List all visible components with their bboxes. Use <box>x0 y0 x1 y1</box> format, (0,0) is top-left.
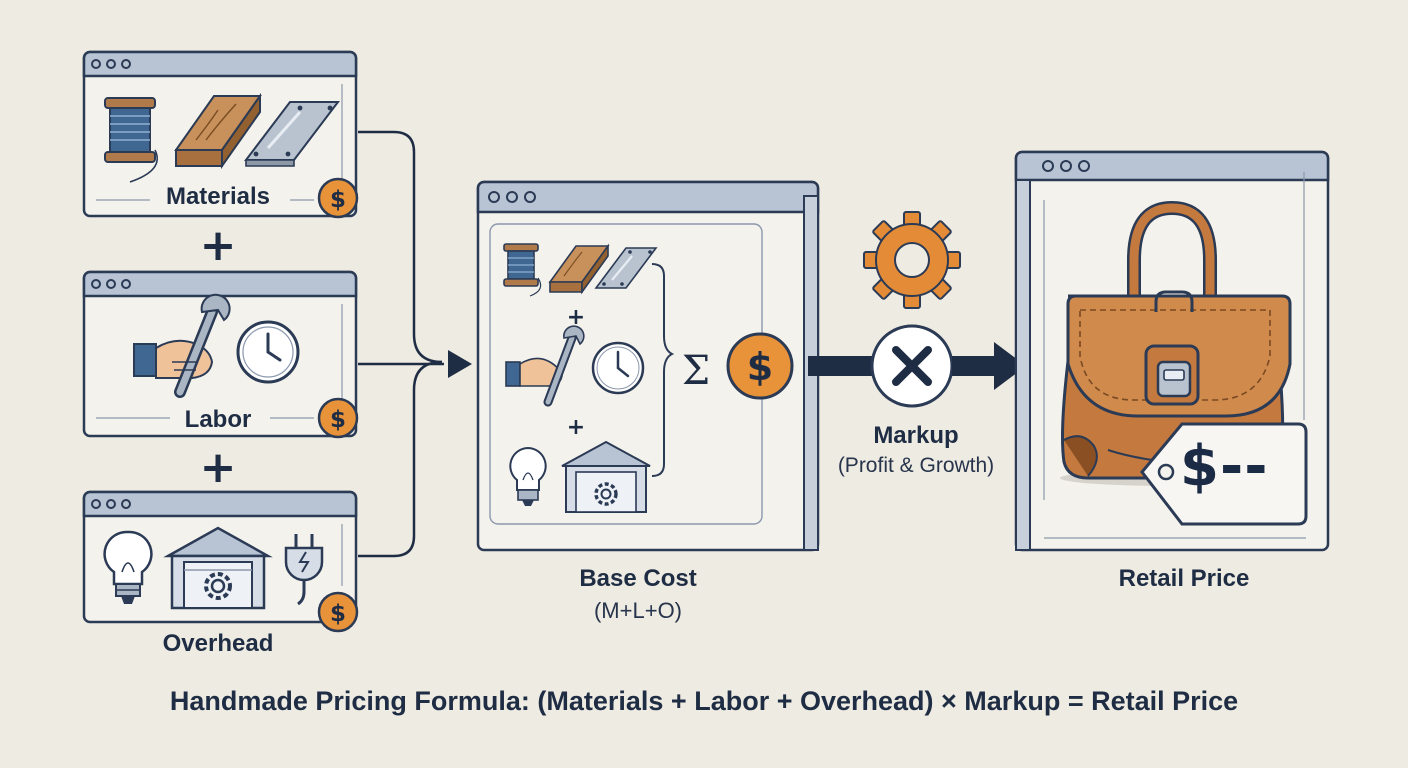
labor-window: $ <box>82 270 359 439</box>
markup-label: Markup <box>873 422 958 449</box>
retail-price-window <box>1014 150 1330 552</box>
dollar-coin-icon: $ <box>317 397 359 439</box>
plus-sign: + <box>200 220 237 271</box>
retail-price-label: Retail Price <box>1119 565 1250 592</box>
wood-plank-icon <box>548 243 610 295</box>
arrow-head <box>994 342 1026 390</box>
clock-icon <box>591 341 645 395</box>
workshop-building-icon <box>163 526 273 610</box>
metal-sheet-icon <box>594 247 658 289</box>
dollar-coin-icon: $ <box>317 177 359 219</box>
labor-label: Labor <box>185 406 252 433</box>
arrow-head <box>448 350 472 378</box>
svg-text:$: $ <box>330 407 346 433</box>
overhead-window: $ <box>82 490 359 633</box>
dollar-coin-icon: $ <box>726 332 794 400</box>
sum-bracket <box>651 263 675 477</box>
svg-text:$: $ <box>330 187 346 213</box>
markup-subtitle: (Profit & Growth) <box>838 454 994 477</box>
base-cost-window: + + Σ <box>476 180 820 552</box>
wood-plank-icon <box>174 92 262 170</box>
plus-sign: + <box>567 305 585 330</box>
light-bulb-icon <box>509 446 547 506</box>
pricing-formula: Handmade Pricing Formula: (Materials + L… <box>169 686 1239 716</box>
input-connectors <box>358 130 444 558</box>
materials-window: $ <box>82 50 359 219</box>
power-plug-icon <box>284 534 324 606</box>
base-cost-label: Base Cost <box>579 565 696 592</box>
flow-bar <box>808 356 880 376</box>
workshop-building-icon <box>561 440 651 513</box>
svg-text:$: $ <box>330 601 346 627</box>
light-bulb-icon <box>103 530 153 604</box>
base-cost-formula: (M+L+O) <box>594 598 682 623</box>
hand-wrench-icon <box>505 325 585 407</box>
thread-spool-icon <box>104 97 158 183</box>
clock-icon <box>236 320 300 384</box>
overhead-label: Overhead <box>163 630 274 657</box>
hand-wrench-icon <box>133 293 231 398</box>
materials-label: Materials <box>166 183 270 210</box>
multiply-icon <box>870 324 954 408</box>
plus-sign: + <box>200 442 237 493</box>
plus-sign: + <box>567 415 585 440</box>
gear-icon <box>863 211 961 309</box>
thread-spool-icon <box>503 243 542 297</box>
flow-bar <box>952 356 996 376</box>
metal-sheet-icon <box>243 101 341 167</box>
svg-text:$: $ <box>747 345 773 389</box>
dollar-coin-icon: $ <box>317 591 359 633</box>
price-tag-text: $-- <box>1180 434 1269 499</box>
sigma-symbol: Σ <box>682 348 710 394</box>
price-tag-icon <box>1140 422 1308 526</box>
